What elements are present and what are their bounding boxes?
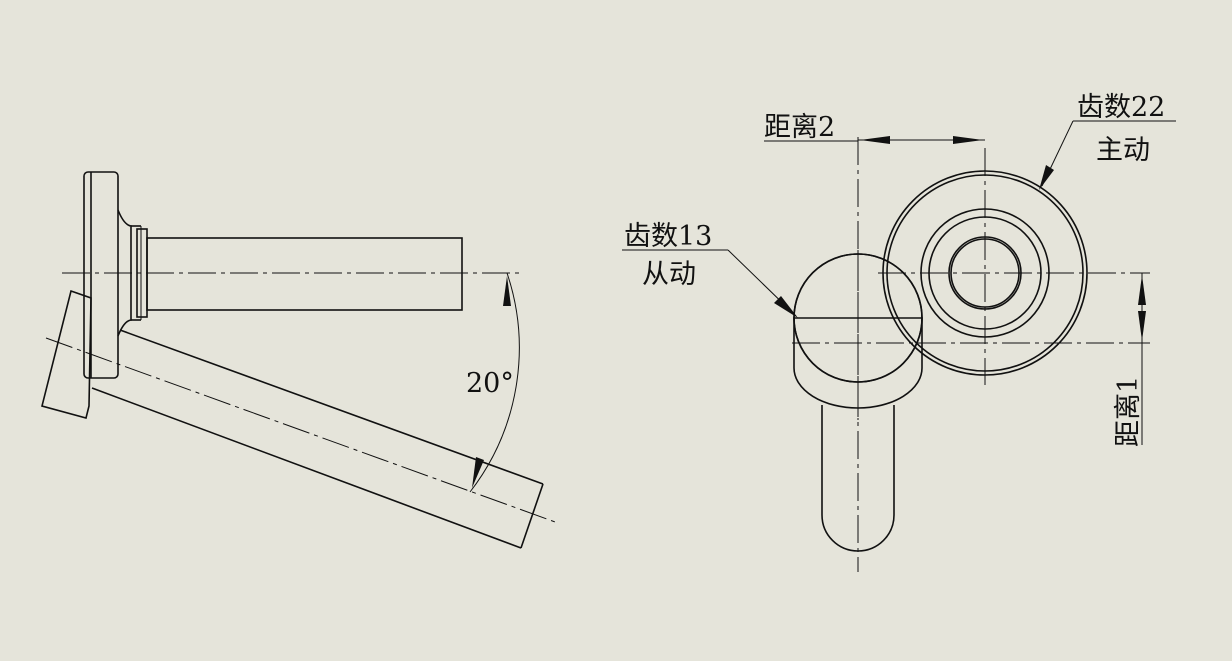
distance-2-dimension: 距离2 <box>764 112 985 144</box>
driving-gear-callout: 齿数22 主动 <box>1039 92 1176 190</box>
horizontal-shaft <box>146 237 463 311</box>
distance-1-label: 距离1 <box>1113 376 1144 447</box>
inclined-center-line <box>45 337 559 524</box>
driven-gear-teeth-label: 齿数13 <box>624 221 712 252</box>
distance-1-dimension: 距离1 <box>1113 273 1146 447</box>
driven-gear-callout: 齿数13 从动 <box>622 221 798 318</box>
driven-shaft <box>821 405 895 552</box>
driving-gear <box>882 170 1088 376</box>
driving-gear-role-label: 主动 <box>1096 135 1150 166</box>
angle-dimension: 20° <box>466 272 520 493</box>
driving-gear-teeth-label: 齿数22 <box>1077 92 1165 123</box>
side-view: 20° <box>41 171 559 549</box>
top-view: 距离2 距离1 齿数22 主动 齿数13 从动 <box>622 92 1176 572</box>
angle-label: 20° <box>466 368 514 399</box>
flange <box>83 171 119 379</box>
inclined-shaft <box>41 289 559 549</box>
distance-2-label: 距离2 <box>764 112 835 143</box>
driven-gear-role-label: 从动 <box>642 259 696 290</box>
